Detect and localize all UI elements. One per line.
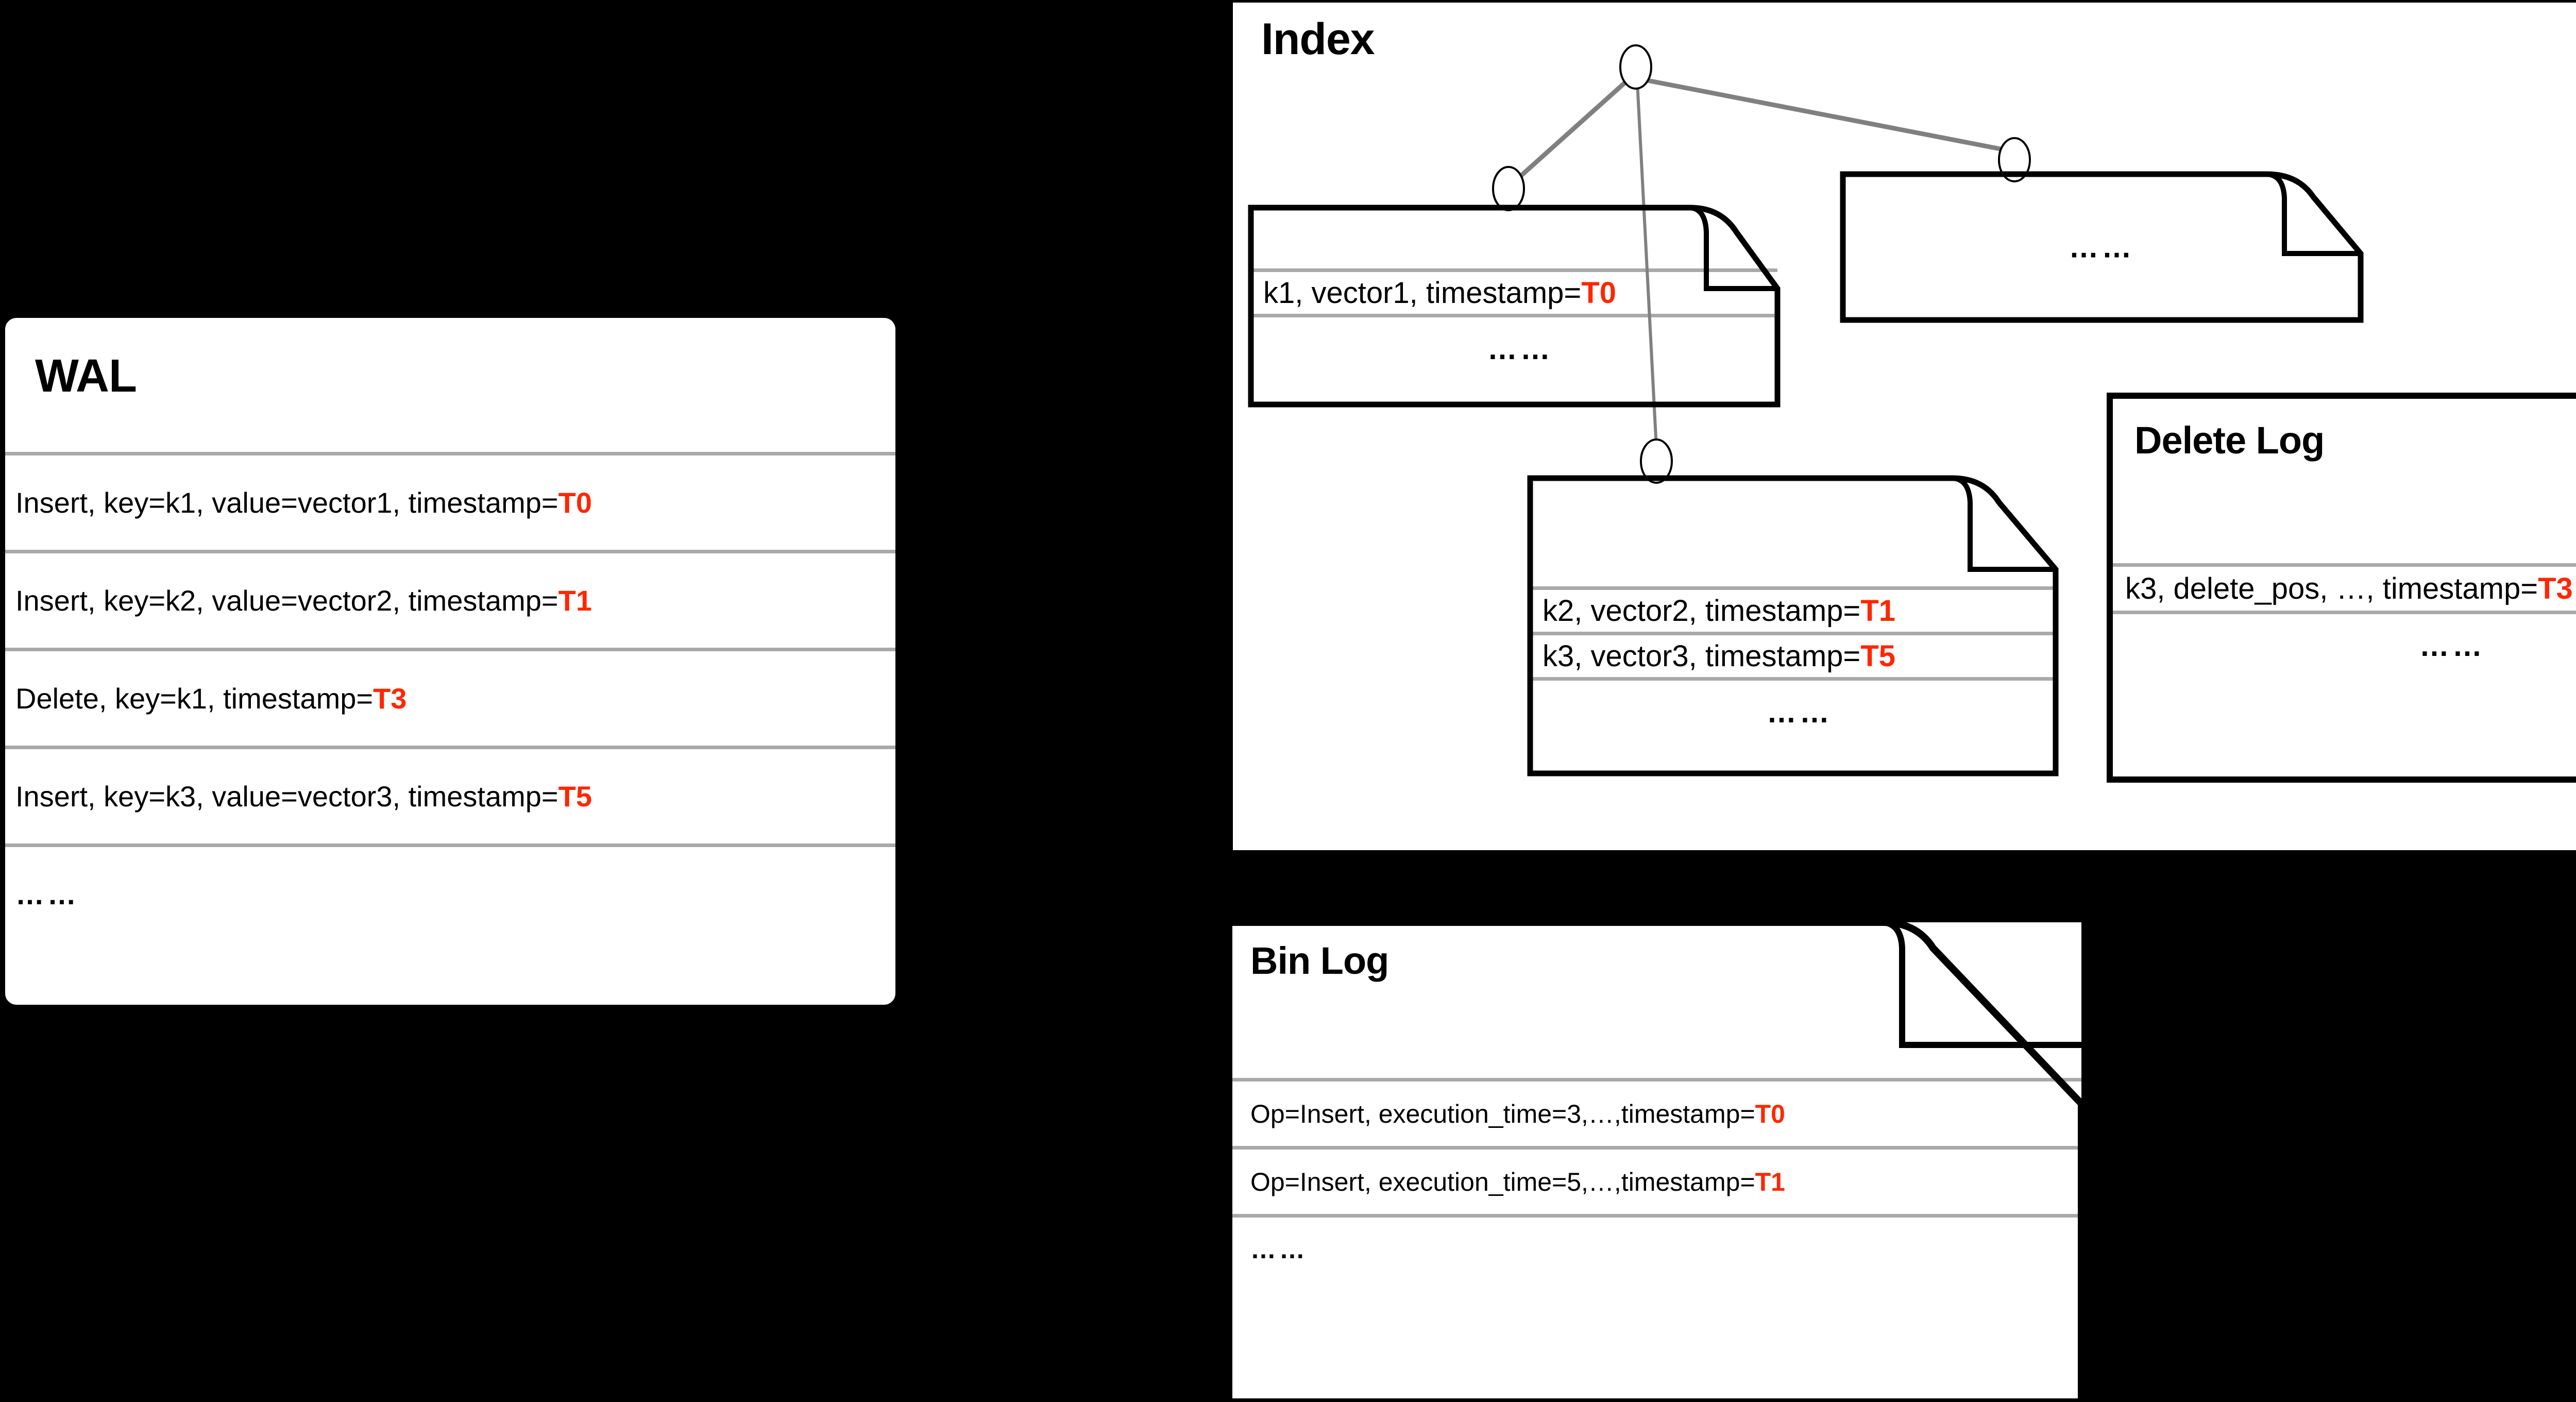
table-row: Insert, key=k1, value=vector1, timestamp… (5, 452, 895, 550)
row-text: Insert, key=k1, value=vector1, timestamp… (15, 486, 558, 519)
timestamp-value: T1 (1755, 1167, 1785, 1196)
table-row: …… (2110, 611, 2576, 678)
table-row: k2, vector2, timestamp=T1 (1530, 586, 2057, 632)
table-row: Delete, key=k1, timestamp=T3 (5, 648, 895, 746)
table-row: k3, vector3, timestamp=T5 (1530, 632, 2057, 677)
delete-log-rows: k3, delete_pos, …, timestamp=T3 …… (2110, 563, 2576, 678)
timestamp-value: T0 (1755, 1099, 1785, 1128)
row-text: k3, delete_pos, …, timestamp= (2125, 572, 2538, 605)
row-text: Op=Insert, execution_time=3,…,timestamp= (1250, 1099, 1755, 1128)
index-leaf-card-ellipsis: …… (1843, 174, 2361, 320)
table-row: Insert, key=k3, value=vector3, timestamp… (5, 746, 895, 843)
index-leaf-card-k1: k1, vector1, timestamp=T0 …… (1251, 208, 1777, 404)
table-row: …… (1229, 1214, 2081, 1281)
card-k2-rows: k2, vector2, timestamp=T1 k3, vector3, t… (1530, 586, 2057, 744)
row-text: …… (2069, 230, 2135, 264)
table-row: …… (1530, 677, 2057, 744)
row-text: Insert, key=k3, value=vector3, timestamp… (15, 780, 558, 813)
table-row: k1, vector1, timestamp=T0 (1251, 268, 1777, 314)
index-leaf-card-k2-k3: k2, vector2, timestamp=T1 k3, vector3, t… (1530, 478, 2057, 773)
index-title: Index (1261, 14, 1375, 64)
table-row: Op=Insert, execution_time=5,…,timestamp=… (1229, 1146, 2081, 1214)
timestamp-value: T0 (1581, 276, 1616, 310)
timestamp-value: T0 (558, 486, 592, 519)
wal-panel: WAL Insert, key=k1, value=vector1, times… (5, 318, 895, 1005)
row-text: Op=Insert, execution_time=5,…,timestamp= (1250, 1167, 1755, 1196)
row-text: …… (1487, 332, 1553, 366)
table-row: k3, delete_pos, …, timestamp=T3 (2110, 563, 2576, 611)
table-row: …… (1251, 314, 1777, 381)
card-k1-rows: k1, vector1, timestamp=T0 …… (1251, 268, 1777, 381)
delete-log-title: Delete Log (2134, 419, 2325, 462)
wal-rows: Insert, key=k1, value=vector1, timestamp… (5, 452, 895, 941)
wal-title: WAL (35, 350, 137, 402)
row-text: …… (2419, 629, 2485, 663)
table-row: …… (5, 843, 895, 941)
bin-log-title: Bin Log (1250, 939, 1389, 982)
bin-log-rows: Op=Insert, execution_time=3,…,timestamp=… (1229, 1078, 2081, 1281)
table-row: Op=Insert, execution_time=3,…,timestamp=… (1229, 1078, 2081, 1146)
timestamp-value: T3 (373, 682, 407, 715)
row-text: …… (15, 878, 79, 910)
timestamp-value: T1 (1860, 594, 1895, 628)
row-text: k2, vector2, timestamp= (1543, 594, 1861, 628)
row-text: k1, vector1, timestamp= (1263, 276, 1582, 310)
timestamp-value: T1 (558, 584, 592, 617)
table-row: Insert, key=k2, value=vector2, timestamp… (5, 550, 895, 648)
timestamp-value: T5 (558, 780, 592, 813)
row-text: …… (1250, 1235, 1308, 1264)
delete-log-panel: Delete Log k3, delete_pos, …, timestamp=… (2110, 396, 2576, 780)
row-text: k3, vector3, timestamp= (1543, 639, 1861, 673)
row-text: Delete, key=k1, timestamp= (15, 682, 374, 715)
timestamp-value: T3 (2538, 572, 2573, 605)
row-text: …… (1767, 696, 1833, 729)
bin-log-panel: Bin Log Op=Insert, execution_time=3,…,ti… (1229, 922, 2081, 1402)
row-text: Insert, key=k2, value=vector2, timestamp… (15, 584, 558, 617)
timestamp-value: T5 (1860, 639, 1895, 673)
